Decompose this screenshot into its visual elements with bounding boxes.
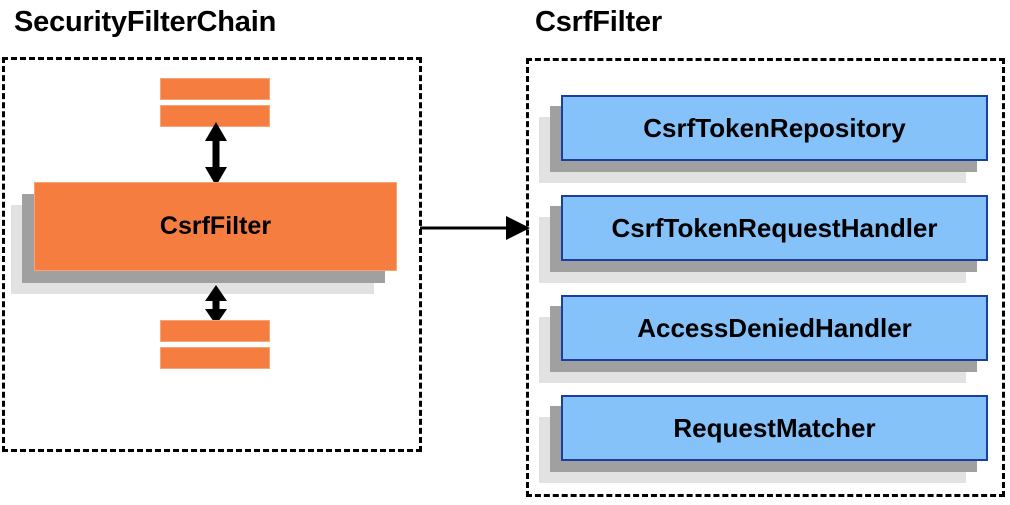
panel-security-filter-chain bbox=[2, 57, 422, 452]
node-label-access-denied-handler: AccessDeniedHandler bbox=[637, 312, 912, 343]
node-face: AccessDeniedHandler bbox=[561, 295, 988, 361]
node-csrf-filter[interactable]: CsrfFilter bbox=[11, 182, 397, 294]
page-title-csrf-filter: CsrfFilter bbox=[535, 6, 662, 38]
node-face: CsrfTokenRequestHandler bbox=[561, 195, 988, 261]
panel-csrf-filter-detail bbox=[526, 58, 1005, 497]
node-face: RequestMatcher bbox=[561, 395, 988, 461]
arrow-chain-to-csrffilter-detail bbox=[420, 216, 530, 240]
filter-bar-top-1 bbox=[160, 78, 270, 100]
node-label-csrf-token-repository: CsrfTokenRepository bbox=[643, 112, 906, 143]
page-title-security-filter-chain: SecurityFilterChain bbox=[14, 6, 277, 38]
node-face: CsrfTokenRepository bbox=[561, 95, 988, 161]
arrow-csrffilter-to-upper-filters bbox=[205, 122, 227, 186]
node-csrf-token-request-handler[interactable]: CsrfTokenRequestHandler bbox=[539, 195, 988, 283]
node-face: CsrfFilter bbox=[34, 182, 397, 271]
node-csrf-token-repository[interactable]: CsrfTokenRepository bbox=[539, 95, 988, 183]
node-access-denied-handler[interactable]: AccessDeniedHandler bbox=[539, 295, 988, 383]
node-label-csrf-token-request-handler: CsrfTokenRequestHandler bbox=[611, 212, 938, 243]
filter-bar-bottom-1 bbox=[160, 320, 270, 342]
node-label-csrf-filter: CsrfFilter bbox=[159, 212, 272, 240]
arrow-csrffilter-to-lower-filters bbox=[205, 285, 227, 325]
node-request-matcher[interactable]: RequestMatcher bbox=[539, 395, 988, 483]
filter-bar-bottom-2 bbox=[160, 347, 270, 369]
node-label-request-matcher: RequestMatcher bbox=[673, 412, 876, 443]
